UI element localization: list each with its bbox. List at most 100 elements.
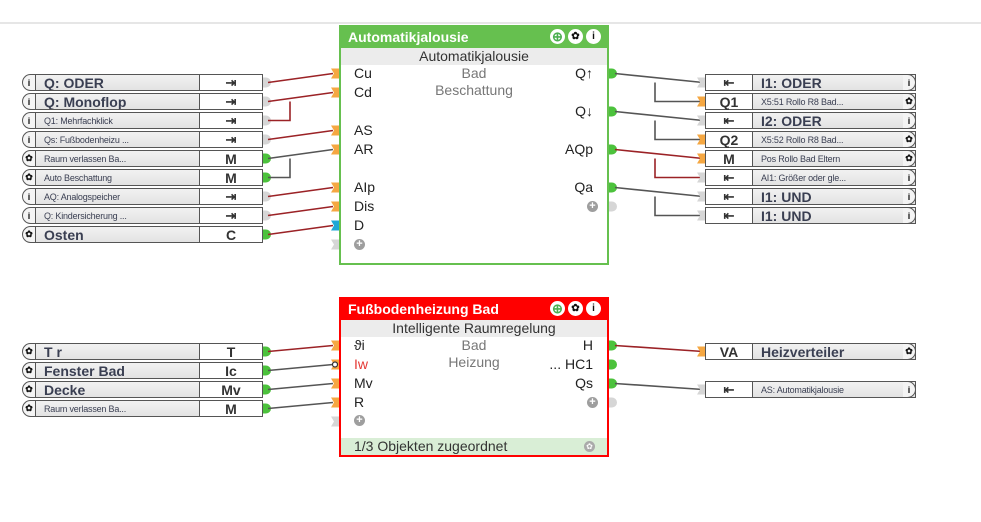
info-icon[interactable]: i xyxy=(22,188,35,205)
move-icon[interactable]: ⊕ xyxy=(550,301,565,316)
gear-icon[interactable]: ✿ xyxy=(568,301,583,316)
wire xyxy=(654,158,703,179)
object-name: T r xyxy=(35,343,200,360)
output-port xyxy=(609,182,617,193)
gear-icon[interactable]: ✿ xyxy=(22,150,35,167)
object-name: Q: ODER xyxy=(35,74,200,91)
connector-type: VA xyxy=(705,343,753,360)
assigned-objects-footer[interactable]: 1/3 Objekten zugeordnet ✿ xyxy=(341,438,607,455)
input-pin-4[interactable]: AR xyxy=(354,141,374,157)
info-icon[interactable]: i xyxy=(903,381,916,398)
output-port xyxy=(263,346,271,357)
info-icon[interactable]: i xyxy=(586,29,601,44)
gear-icon[interactable]: ✿ xyxy=(22,343,35,360)
output-pin-2[interactable]: Qs xyxy=(575,375,593,391)
wire xyxy=(654,196,703,217)
output-pin-0[interactable]: Q↑ xyxy=(575,65,593,81)
input-pin-1[interactable]: Iw xyxy=(354,356,368,372)
gear-icon[interactable]: ✿ xyxy=(903,150,916,167)
info-icon[interactable]: i xyxy=(22,207,35,224)
object-row[interactable]: ✿Raum verlassen Ba...M xyxy=(22,150,263,167)
input-port xyxy=(331,125,339,136)
gear-icon[interactable]: ✿ xyxy=(22,381,35,398)
info-icon[interactable]: i xyxy=(22,74,35,91)
input-pin-7[interactable]: Dis xyxy=(354,198,375,214)
connector-type: T xyxy=(199,343,263,360)
gear-icon[interactable]: ✿ xyxy=(22,362,35,379)
gear-icon[interactable]: ✿ xyxy=(903,343,916,360)
input-port xyxy=(697,210,705,221)
output-pin-6[interactable]: Qa xyxy=(574,179,593,195)
info-icon[interactable]: i xyxy=(903,188,916,205)
output-port xyxy=(263,365,271,376)
input-pin-1[interactable]: Cd xyxy=(354,84,372,100)
gear-icon[interactable]: ✿ xyxy=(568,29,583,44)
object-name: Q: Monoflop xyxy=(35,93,200,110)
move-icon[interactable]: ⊕ xyxy=(550,29,565,44)
gear-icon[interactable]: ✿ xyxy=(22,169,35,186)
gear-icon[interactable]: ✿ xyxy=(22,400,35,417)
add-input-button[interactable]: + xyxy=(354,415,365,426)
input-pin-3[interactable]: R xyxy=(354,394,365,410)
input-pin-8[interactable]: D xyxy=(354,217,365,233)
input-pin-3[interactable]: AS xyxy=(354,122,373,138)
output-pin-1[interactable]: ... HC1 xyxy=(549,356,593,372)
info-icon[interactable]: i xyxy=(903,112,916,129)
info-icon[interactable]: i xyxy=(903,169,916,186)
info-icon[interactable]: i xyxy=(22,112,35,129)
output-pin-4[interactable]: AQp xyxy=(564,141,593,157)
connector-type: C xyxy=(199,226,263,243)
info-icon[interactable]: i xyxy=(586,301,601,316)
output-pin-0[interactable]: H xyxy=(582,337,593,353)
wire xyxy=(614,344,704,353)
gear-icon[interactable]: ✿ xyxy=(903,93,916,110)
info-icon[interactable]: i xyxy=(903,74,916,91)
info-icon[interactable]: i xyxy=(22,131,35,148)
input-pin-2[interactable]: Mv xyxy=(354,375,373,391)
wire xyxy=(267,363,334,372)
block-title-bar[interactable]: Fußbodenheizung Bad ⊕ ✿ i xyxy=(341,297,607,320)
connector-type: Q1 xyxy=(705,93,753,110)
input-pin-0[interactable]: ϑi xyxy=(354,337,365,353)
object-row[interactable]: ✿Raum verlassen Ba...M xyxy=(22,400,263,417)
block-description-line2: Heizung xyxy=(448,354,500,370)
gear-icon[interactable]: ✿ xyxy=(22,226,35,243)
add-input-button[interactable]: + xyxy=(354,239,365,250)
info-icon[interactable]: i xyxy=(903,207,916,224)
object-name: Auto Beschattung xyxy=(35,169,200,186)
object-row[interactable]: ⇤AI1: Größer oder gle...i xyxy=(705,169,916,186)
gear-icon[interactable]: ✿ xyxy=(584,441,595,452)
input-pin-6[interactable]: AIp xyxy=(354,179,376,195)
output-pin-2[interactable]: Q↓ xyxy=(575,103,593,119)
function-block-fussbodenheizung[interactable]: Fußbodenheizung Bad ⊕ ✿ i Intelligente R… xyxy=(339,297,609,457)
input-pin-0[interactable]: Cu xyxy=(354,65,372,81)
add-output-button[interactable]: + xyxy=(587,201,598,212)
block-title-bar[interactable]: Automatikjalousie ⊕ ✿ i xyxy=(341,25,607,48)
add-output-button[interactable]: + xyxy=(587,397,598,408)
gear-icon[interactable]: ✿ xyxy=(903,131,916,148)
connector-type: M xyxy=(199,150,263,167)
info-icon[interactable]: i xyxy=(22,93,35,110)
output-port xyxy=(609,201,617,212)
function-block-automatikjalousie[interactable]: Automatikjalousie ⊕ ✿ i Automatikjalousi… xyxy=(339,25,609,265)
